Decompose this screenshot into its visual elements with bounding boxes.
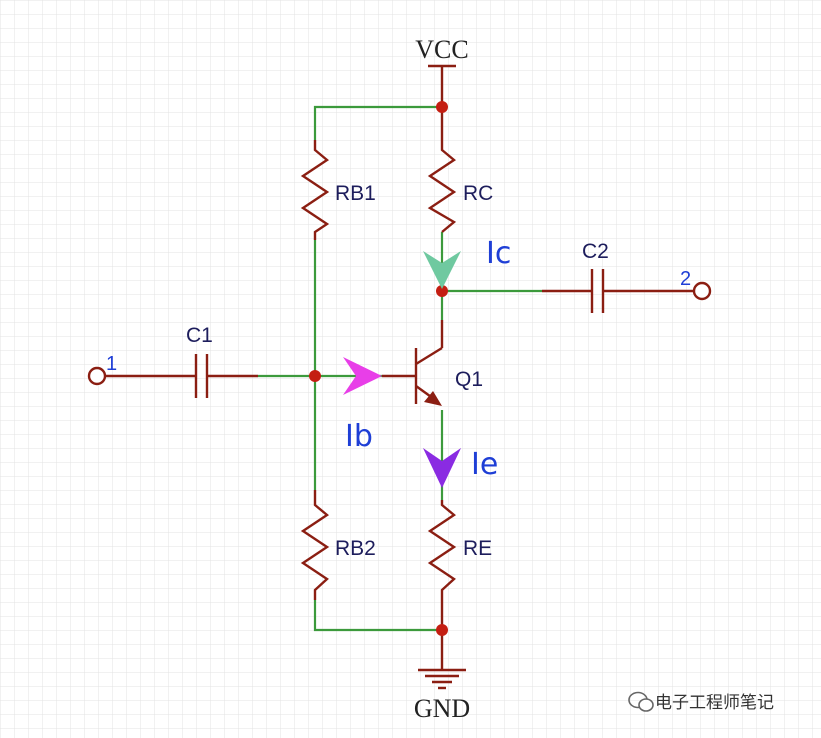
rc-label: RC (463, 182, 493, 205)
rb1-label: RB1 (335, 182, 376, 205)
input-port-label: 1 (106, 353, 117, 375)
wechat-icon (628, 691, 654, 712)
c1-label: C1 (186, 324, 213, 347)
emitter-arrow (424, 391, 442, 406)
rb2-label: RB2 (335, 537, 376, 560)
gnd-label: GND (414, 694, 470, 723)
resistor-rb2 (300, 490, 330, 600)
output-port[interactable] (692, 281, 712, 301)
junctions (309, 101, 448, 636)
transistor-q1 (382, 320, 444, 406)
c2-label: C2 (582, 240, 609, 263)
ib-arrow-icon (343, 357, 382, 395)
ib-label: Ib (345, 419, 373, 454)
gnd-symbol (418, 630, 466, 690)
capacitor-c1 (106, 354, 258, 398)
ic-arrow-icon (423, 251, 461, 289)
output-port-label: 2 (680, 268, 691, 290)
vcc-symbol (428, 64, 456, 107)
ie-label: Ie (471, 447, 498, 482)
junction-base (309, 370, 321, 382)
input-port[interactable] (87, 366, 107, 386)
resistor-re (427, 500, 457, 630)
junction-collector (436, 285, 448, 297)
watermark-text: 电子工程师笔记 (655, 693, 774, 713)
junction-vcc (436, 101, 448, 113)
capacitor-c2 (542, 269, 693, 313)
ic-label: Ic (486, 236, 511, 271)
re-label: RE (463, 537, 492, 560)
ie-arrow-icon (423, 448, 461, 488)
q1-label: Q1 (455, 368, 483, 391)
resistor-rc (427, 107, 457, 233)
resistor-rb1 (300, 140, 330, 240)
junction-gnd (436, 624, 448, 636)
vcc-label: VCC (415, 35, 468, 64)
wires (258, 105, 542, 632)
bottom-rail-wire (313, 600, 442, 632)
top-rail-wire (313, 105, 442, 140)
